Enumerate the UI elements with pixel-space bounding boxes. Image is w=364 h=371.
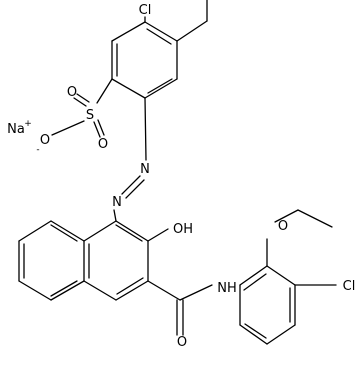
bond-line [18,280,52,301]
bond-line [83,220,117,242]
bond-line [73,97,87,107]
bond-line [121,175,141,195]
atom-o-amide: O [177,335,187,350]
bond-line [115,220,149,242]
bond-line [50,280,85,301]
bond-line [274,209,299,223]
atom-n2: N [112,195,122,210]
bond-line [144,97,147,161]
bond-line [239,324,268,345]
atom-na-charge: + [24,119,32,129]
atom-cl-right: Cl [343,279,356,294]
atom-o-minus: O [40,133,50,148]
bond-line [97,119,105,136]
bond-line [76,93,90,103]
bond-line [93,121,101,138]
bond-line [50,280,78,297]
atom-n1: N [140,162,150,177]
bond-line [266,324,296,345]
bond-line [179,284,213,301]
bond-line [116,277,144,295]
bond-line [146,28,172,45]
bond-line [144,21,178,42]
bond-line [18,220,52,242]
atom-o-ether: O [278,219,288,234]
bond-line [115,224,143,242]
atom-nh: NH [217,281,237,296]
bond-line [111,21,146,42]
atom-labels: Cl Na + S O O O - N N OH O Cl NH O [7,3,355,350]
bond-lines [18,0,337,345]
bond-line [51,120,85,136]
bond-line [147,228,169,242]
bond-line [297,209,333,228]
atom-oh: OH [173,222,193,237]
atom-cl-top: Cl [139,3,152,18]
atom-o-upper: O [67,85,77,100]
bond-line [243,273,267,291]
bond-line [244,323,267,339]
bond-line [111,78,146,99]
bond-line [144,78,178,99]
atom-o-minus-charge: - [36,145,39,155]
bond-line [50,220,85,242]
bond-line [147,78,173,94]
bond-line [115,280,149,301]
bond-line [176,20,208,42]
atom-s: S [86,108,94,123]
atom-na: Na [7,122,25,137]
bond-line [113,209,117,222]
atom-o-lower: O [98,137,108,152]
bond-line [147,280,181,301]
bond-line [83,280,117,301]
bond-line [239,265,268,286]
bond-line [125,179,145,199]
bond-line [50,224,78,242]
bond-line [96,78,113,104]
bond-line [266,265,296,286]
